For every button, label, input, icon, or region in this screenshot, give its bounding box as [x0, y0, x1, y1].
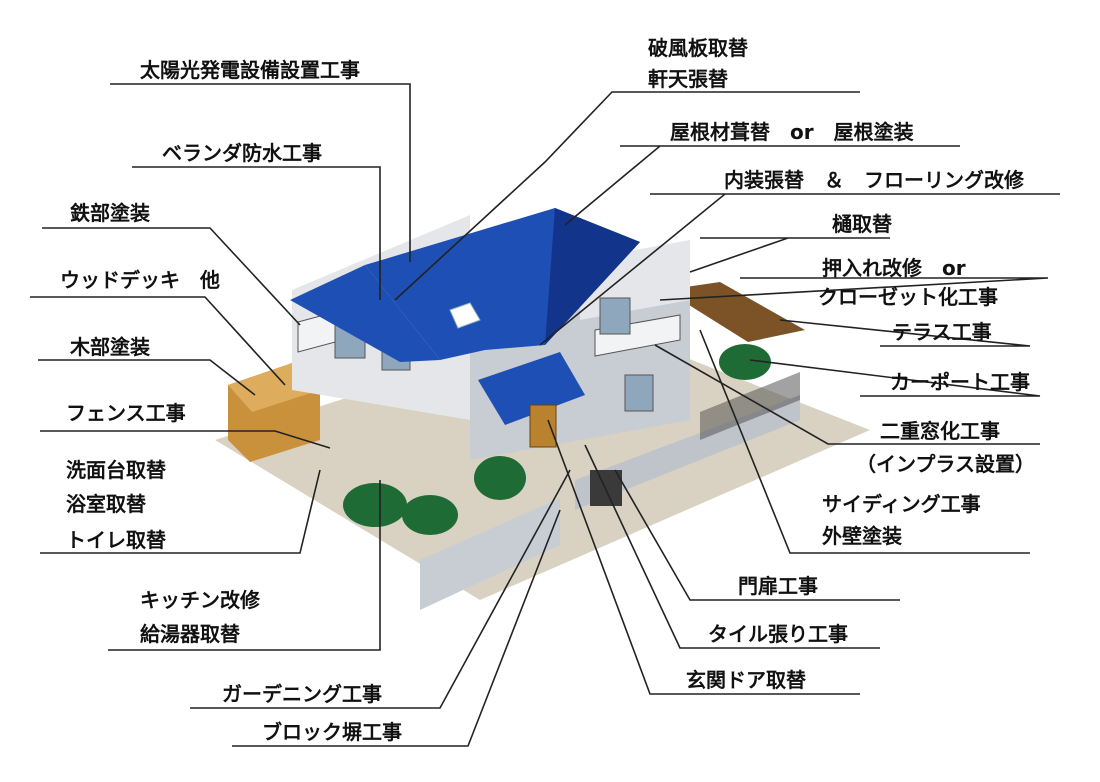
- label-fascia: 破風板取替: [648, 36, 748, 60]
- window-4: [624, 374, 654, 412]
- label-water-heater: 給湯器取替: [140, 622, 240, 646]
- leader-line-iron-paint: [42, 227, 301, 326]
- porch-roof: [478, 352, 585, 425]
- leader-line-gate: [614, 469, 900, 601]
- label-entrance-door: 玄関ドア取替: [686, 668, 806, 692]
- hedge-4: [719, 344, 771, 380]
- leader-line-gutter: [689, 237, 890, 273]
- label-double-window: 二重窓化工事: [880, 419, 1000, 443]
- hedge-1: [343, 483, 407, 527]
- label-soffit: 軒天張替: [648, 67, 728, 91]
- leader-line-siding: [699, 329, 1030, 554]
- leader-line-wood-paint: [38, 359, 256, 396]
- leader-line-solar: [110, 83, 411, 262]
- label-closet1: 押入れ改修 or: [822, 256, 966, 280]
- label-exterior-paint: 外壁塗装: [822, 524, 902, 548]
- leader-line-fence: [40, 430, 331, 449]
- skylight: [449, 302, 481, 329]
- hedge-3: [474, 456, 526, 500]
- block-wall-right: [575, 395, 800, 510]
- leader-lines: [30, 83, 1060, 747]
- label-siding: サイディング工事: [822, 492, 981, 516]
- hedge-2: [402, 495, 458, 535]
- label-gate: 門扉工事: [738, 574, 818, 598]
- balcony-right: [594, 314, 681, 357]
- fence-right: [700, 372, 800, 440]
- leader-line-gardening: [190, 469, 571, 709]
- label-closet2: クローゼット化工事: [818, 285, 998, 309]
- label-washbasin: 洗面台取替: [66, 458, 166, 482]
- leader-line-carport: [749, 359, 1041, 397]
- label-roof: 屋根材葺替 or 屋根塗装: [670, 120, 914, 144]
- label-solar: 太陽光発電設備設置工事: [140, 58, 360, 82]
- label-block-wall: ブロック塀工事: [262, 720, 402, 744]
- block-wall: [420, 498, 560, 610]
- leader-line-double-window: [654, 344, 1040, 445]
- leader-line-fascia: [394, 91, 860, 301]
- leader-line-interior: [539, 193, 1060, 346]
- entrance-door: [529, 404, 557, 448]
- label-inplus: （インプラス設置）: [856, 452, 1035, 476]
- label-kitchen: キッチン改修: [140, 588, 260, 612]
- label-interior: 内装張替 ＆ フローリング改修: [724, 168, 1024, 192]
- leader-line-tile: [584, 444, 880, 649]
- leader-line-kitchen: [108, 480, 381, 651]
- leader-line-terrace: [779, 319, 1031, 347]
- leader-line-closet: [659, 277, 1049, 301]
- leader-line-entrance-door: [547, 419, 860, 695]
- main-roof-ridge: [545, 208, 640, 345]
- label-toilet: トイレ取替: [66, 528, 166, 552]
- label-wood-deck: ウッドデッキ 他: [60, 268, 220, 292]
- label-iron-paint: 鉄部塗装: [70, 201, 150, 225]
- label-terrace: テラス工事: [892, 320, 992, 344]
- leader-line-block-wall: [232, 509, 561, 747]
- label-gardening: ガーデニング工事: [222, 682, 382, 706]
- upper-roof: [290, 265, 440, 362]
- label-veranda: ベランダ防水工事: [162, 141, 322, 165]
- label-carport: カーポート工事: [890, 370, 1030, 394]
- leader-line-toilet: [40, 469, 321, 554]
- leader-line-veranda: [132, 166, 381, 300]
- window-3: [599, 297, 631, 335]
- leader-line-wood-deck: [30, 296, 286, 386]
- leader-line-roof: [564, 145, 960, 226]
- label-tile: タイル張り工事: [708, 622, 848, 646]
- label-bathroom: 浴室取替: [66, 492, 146, 516]
- label-wood-paint: 木部塗装: [70, 335, 150, 359]
- label-fence: フェンス工事: [66, 401, 186, 425]
- label-gutter: 樋取替: [832, 212, 892, 236]
